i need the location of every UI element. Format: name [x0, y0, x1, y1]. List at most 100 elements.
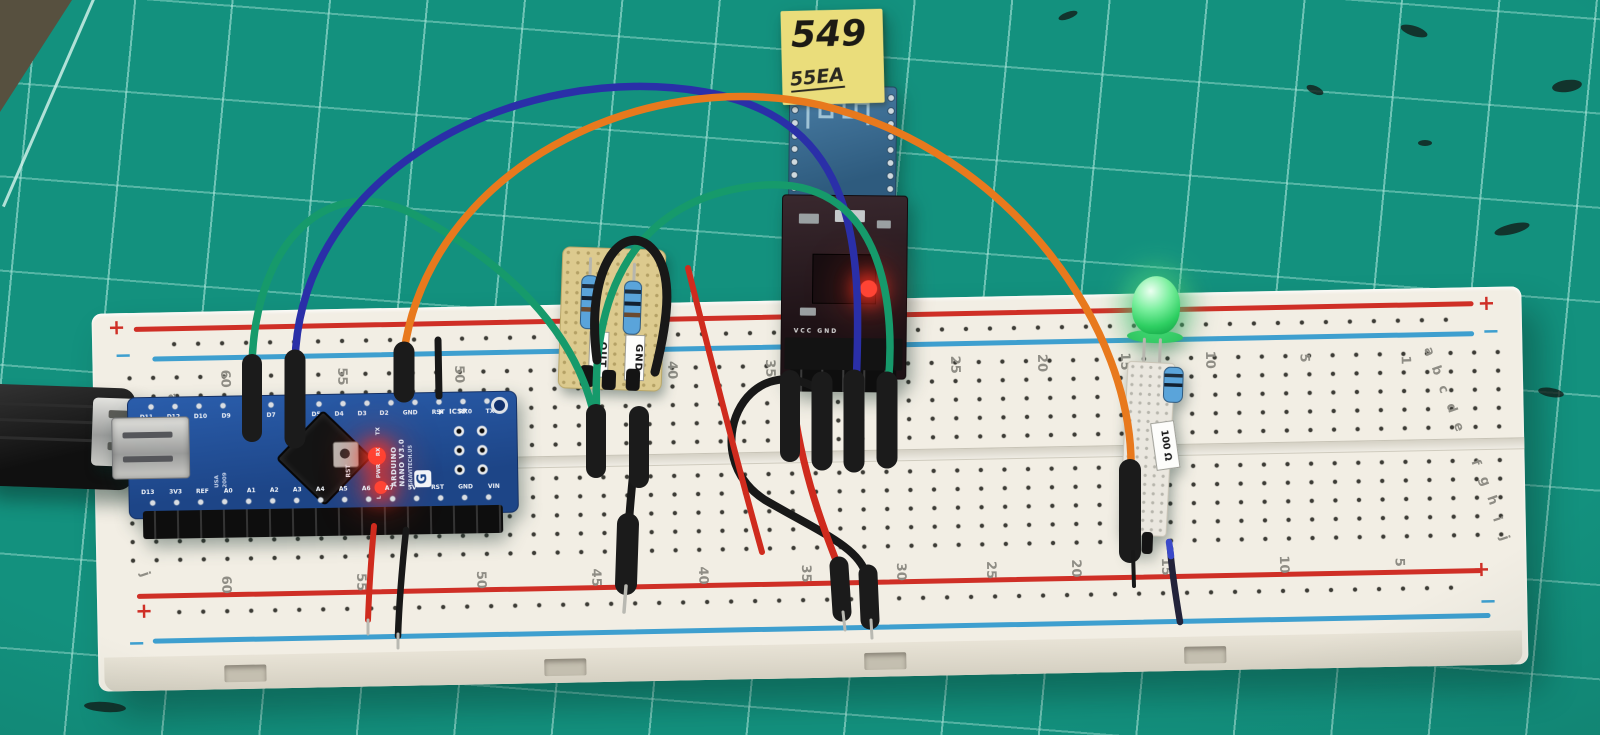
column-label: 25 — [982, 560, 999, 580]
rx-led-label: RX — [375, 447, 383, 457]
base-notch — [544, 658, 587, 677]
icsp-pads — [443, 419, 491, 478]
usb-port-slot — [122, 455, 173, 463]
pin-label: A0 — [223, 486, 233, 495]
pin-label: D13 — [141, 487, 155, 497]
rail-plus-label: + — [134, 598, 154, 623]
pin-label: GND — [458, 482, 474, 491]
pin-label: D3 — [356, 409, 367, 418]
pin-label: A4 — [315, 484, 325, 494]
smd-component — [834, 209, 865, 223]
divider-pin — [579, 364, 595, 388]
rail-plus-label: + — [1472, 556, 1491, 582]
pin-label: 3V3 — [168, 487, 182, 496]
column-label: 25 — [947, 355, 963, 374]
green-led — [1131, 275, 1182, 335]
nano-header-pins — [142, 504, 504, 540]
column-label: 50 — [473, 570, 489, 590]
pin-label: A5 — [338, 484, 348, 493]
smd-component — [876, 220, 891, 229]
pin-label: D6 — [289, 410, 299, 419]
column-label: 40 — [664, 360, 680, 380]
column-label: 5 — [1391, 557, 1407, 567]
bt-header-pins — [790, 369, 897, 393]
base-notch — [1184, 646, 1227, 664]
pin-label: A1 — [246, 486, 256, 495]
pin-label: A6 — [361, 484, 371, 493]
pin-label: D2 — [379, 408, 389, 417]
pin-label: D7 — [266, 410, 276, 419]
rail-minus-label: − — [1481, 318, 1500, 344]
column-label: 45 — [588, 568, 604, 587]
year-label: 2009 — [222, 472, 229, 488]
resistor-blue — [579, 274, 600, 330]
column-label: 10 — [1275, 555, 1292, 574]
pin-label: D10 — [194, 411, 208, 421]
column-label: 60 — [217, 369, 233, 388]
usb-cable-ridge — [0, 435, 92, 443]
pin-label: A2 — [269, 485, 279, 494]
column-label: 1 — [1397, 355, 1413, 365]
reset-label: RST — [345, 464, 353, 478]
column-label: 40 — [695, 566, 711, 585]
usb-port-slot — [122, 431, 173, 439]
nano-brand-line: ARDUINO NANO V3.0 — [389, 438, 407, 487]
castellated-edge — [789, 90, 801, 203]
pwr-led-label: PWR — [376, 463, 383, 478]
resistor-blue — [622, 280, 643, 336]
pin-label: REF — [196, 486, 210, 496]
rail-plus-label: + — [107, 315, 126, 340]
base-notch — [864, 652, 907, 670]
arduino-nano: D11 D12 D10 D9 D8 D7 D6 D5 D4 D3 D2 GND … — [111, 383, 519, 542]
usa-label: USA — [214, 475, 221, 488]
column-label: 55 — [334, 367, 350, 386]
pin-label: D4 — [334, 409, 344, 418]
divider-pin — [601, 369, 617, 391]
smd-component — [799, 307, 816, 316]
icsp-marker-icon — [439, 408, 444, 415]
column-label: 55 — [353, 572, 369, 592]
column-label: 60 — [218, 575, 234, 594]
divider-pin — [625, 368, 641, 392]
smd-component — [798, 213, 819, 224]
pin-label: D8 — [243, 411, 253, 420]
led-module-pin — [1125, 527, 1140, 554]
column-label: 20 — [1033, 353, 1050, 373]
rail-minus-label: − — [127, 630, 146, 656]
mat-scuff-mark — [1418, 140, 1432, 146]
bt-pin-labels: VCC GND — [793, 327, 839, 335]
castellated-edge — [885, 91, 897, 204]
bluetooth-module: VCC GND 549 55EA — [766, 7, 922, 409]
pin-label: 5V — [407, 483, 417, 492]
bt-status-led-glow — [860, 280, 878, 298]
icsp-label: ICSP — [449, 407, 468, 416]
tx-led-label: TX — [375, 427, 382, 436]
column-label: 5 — [1296, 353, 1312, 363]
led-module: 100 Ω — [1097, 270, 1203, 573]
led-resistor — [1162, 366, 1184, 404]
rail-minus-label: − — [1479, 588, 1498, 614]
base-notch — [224, 664, 267, 683]
row-label: j — [136, 569, 153, 579]
usb-cable-ridge — [0, 417, 93, 425]
column-label: 30 — [892, 562, 909, 581]
column-label: 20 — [1067, 559, 1084, 578]
rail-plus-label: + — [1477, 290, 1496, 316]
mini-usb-port — [111, 416, 191, 480]
pin-label: VIN — [487, 481, 500, 491]
rail-minus-label: − — [114, 342, 133, 368]
nano-brand-text: ARDUINO NANO V3.0 GRAVITECH.US — [389, 424, 415, 487]
resistor-divider-module: OUT GND — [557, 246, 667, 392]
sticky-note-code: 55EA — [789, 63, 846, 93]
sticky-note-number: 549 — [790, 13, 867, 56]
pin-label: GND — [402, 408, 418, 417]
sticky-note: 549 55EA — [780, 8, 885, 106]
column-label: 50 — [451, 365, 467, 384]
column-label: 35 — [797, 564, 814, 583]
pin-label: D9 — [221, 411, 231, 420]
nano-origin-text: USA 2009 — [213, 432, 228, 488]
bt-header-block — [784, 337, 903, 371]
led-module-pin — [1141, 531, 1154, 555]
pin-label: A7 — [384, 483, 394, 492]
